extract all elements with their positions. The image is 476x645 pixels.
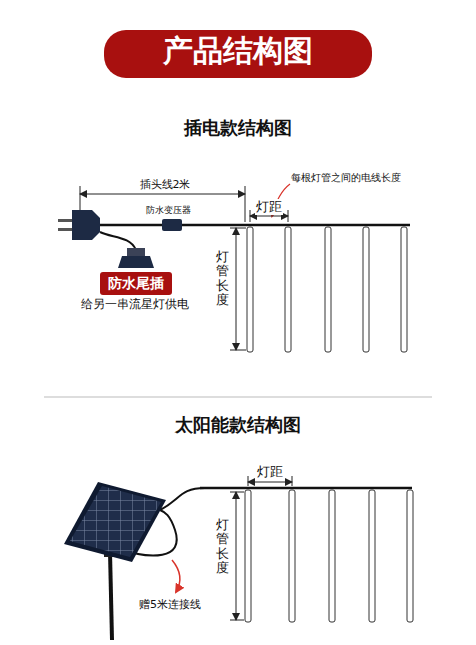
light-tube bbox=[289, 490, 295, 622]
note: 给另一串流星灯供电 bbox=[80, 297, 190, 311]
light-tube bbox=[369, 490, 375, 622]
light-tube bbox=[245, 490, 251, 622]
section-heading: 太阳能款结构图 bbox=[174, 414, 302, 436]
light-tube bbox=[285, 227, 291, 352]
note: 赠5米连接线 bbox=[138, 598, 202, 611]
dimension-label: 插头线2米 bbox=[139, 178, 192, 191]
dimension-label: 灯距 bbox=[255, 199, 283, 215]
label-box: 防水尾插 bbox=[100, 272, 172, 295]
solar-panel bbox=[64, 482, 166, 562]
light-tube bbox=[363, 227, 369, 352]
transformer bbox=[162, 219, 182, 231]
plug bbox=[58, 210, 100, 240]
title-banner bbox=[104, 30, 372, 78]
box-text: 防水尾插 bbox=[108, 275, 164, 292]
dimension-label: 灯管长度 bbox=[216, 250, 229, 307]
title: 产品结构图 bbox=[163, 33, 313, 69]
part-label: 防水变压器 bbox=[145, 205, 192, 216]
light-tube bbox=[247, 227, 253, 352]
light-tube bbox=[329, 490, 335, 622]
dimension-label: 灯管长度 bbox=[216, 518, 229, 575]
light-tube bbox=[325, 227, 331, 352]
section-heading: 插电款结构图 bbox=[183, 117, 293, 139]
tail-plug bbox=[118, 256, 154, 268]
light-tube bbox=[401, 227, 407, 352]
callout-note: 每根灯管之间的电线长度 bbox=[290, 172, 402, 184]
light-tube bbox=[407, 490, 413, 622]
dimension-label: 灯距 bbox=[256, 464, 284, 480]
